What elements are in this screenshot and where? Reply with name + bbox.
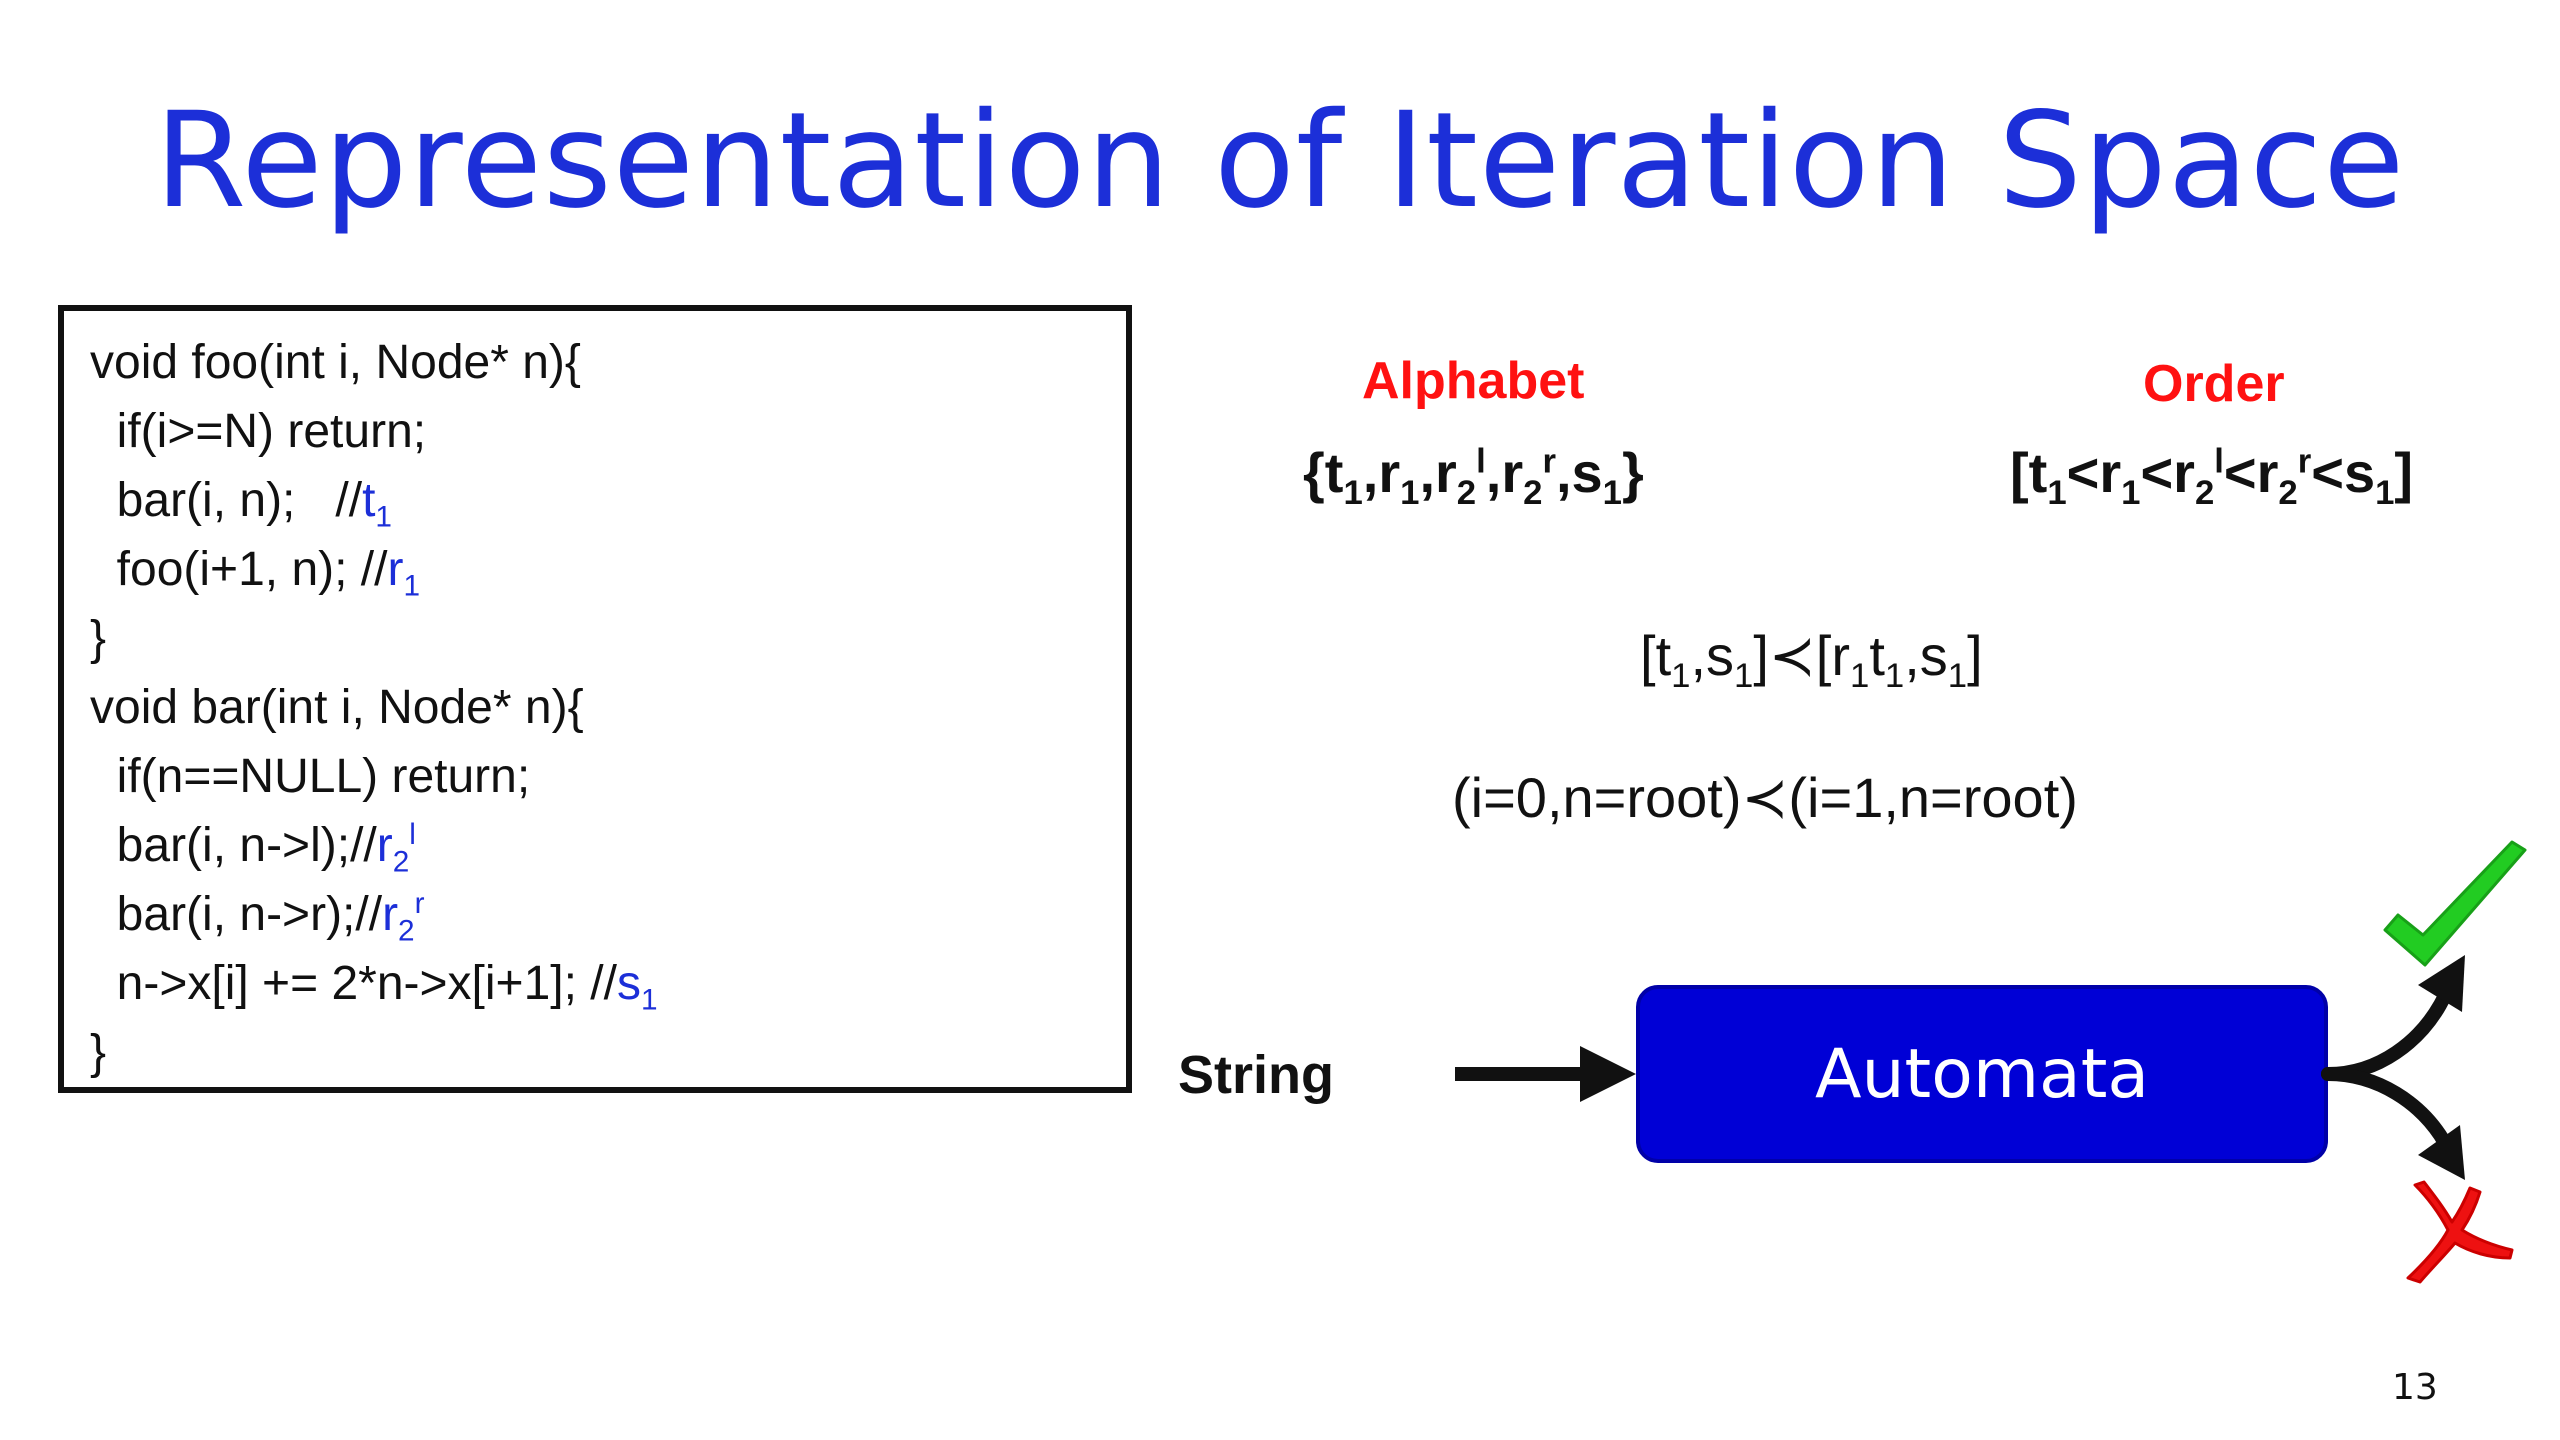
code-annotation: r1 (387, 543, 420, 603)
automata-label: Automata (1814, 1034, 2150, 1114)
code-box: void foo(int i, Node* n){ if(i>=N) retur… (58, 305, 1132, 1093)
cross-icon (2406, 1180, 2514, 1284)
automata-box: Automata (1636, 985, 2328, 1163)
alphabet-set: {t1,r1,r2l,r2r,s1} (1303, 441, 1644, 513)
accept-branch-arrow (2321, 983, 2455, 1081)
iteration-comparison: (i=0,n=root)≺(i=1,n=root) (1452, 766, 2078, 829)
string-comparison: [t1,s1]≺[r1t1,s1] (1640, 624, 1983, 696)
order-list: [t1<r1<r2l<r2r<s1] (2010, 441, 2414, 513)
slide-title: Representation of Iteration Space (154, 84, 2406, 238)
code-line: } (90, 1026, 107, 1079)
code-line: } (90, 612, 107, 665)
order-label: Order (2143, 355, 2285, 413)
code-line: void bar(int i, Node* n){ (90, 681, 584, 734)
code-annotation: s1 (616, 957, 658, 1017)
code-line: n->x[i] += 2*n->x[i+1]; //s1 (90, 957, 658, 1017)
code-annotation: r2l (376, 818, 416, 879)
code-line: bar(i, n->r);//r2r (90, 887, 425, 948)
code-line: bar(i, n); //t1 (90, 474, 392, 534)
accept-arrowhead (2418, 955, 2465, 1012)
check-icon (2383, 840, 2527, 967)
code-line: void foo(int i, Node* n){ (90, 336, 581, 389)
alphabet-label: Alphabet (1362, 352, 1585, 410)
code-line: foo(i+1, n); //r1 (90, 543, 420, 603)
input-arrowhead (1580, 1046, 1636, 1102)
reject-branch-arrow (2321, 1067, 2455, 1155)
code-line: if(n==NULL) return; (90, 750, 531, 803)
code-line: bar(i, n->l);//r2l (90, 818, 416, 879)
string-label: String (1178, 1045, 1334, 1105)
reject-arrowhead (2418, 1125, 2465, 1180)
code-annotation: t1 (362, 474, 392, 534)
code-line: if(i>=N) return; (90, 405, 427, 458)
page-number: 13 (2392, 1367, 2438, 1408)
code-annotation: r2r (382, 887, 425, 948)
